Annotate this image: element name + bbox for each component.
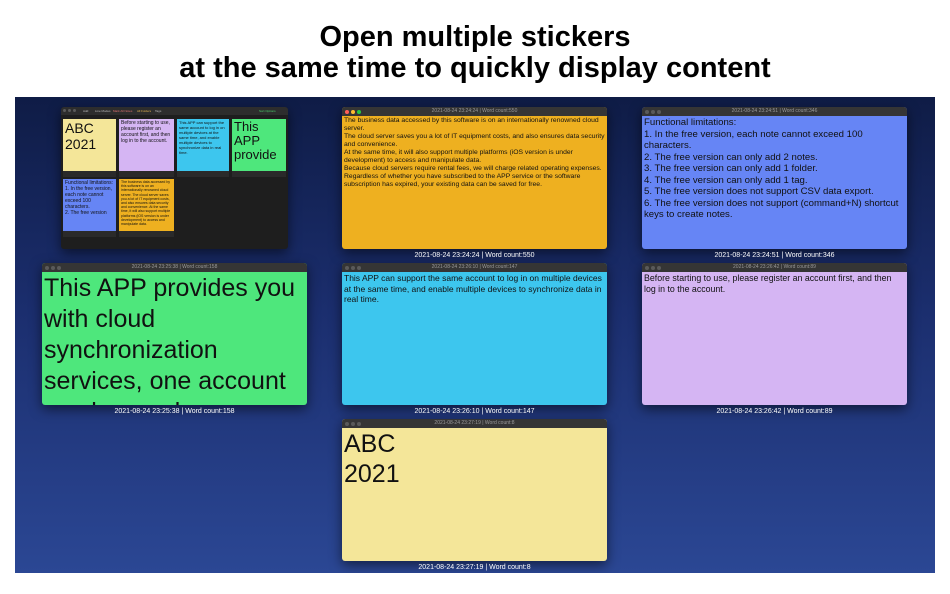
note-window-title: 2021-08-24 23:26:42 | Word count:89	[733, 264, 816, 270]
note-title-bar[interactable]: 2021-08-24 23:24:51 | Word count:346	[642, 107, 907, 116]
minimize-icon[interactable]	[51, 265, 55, 270]
note-text[interactable]: The business data accessed by this softw…	[344, 117, 605, 188]
mini-note-yellow[interactable]: ABC 2021	[63, 119, 116, 171]
note-window-title: 2021-08-24 23:24:24 | Word count:550	[431, 108, 518, 114]
close-icon[interactable]	[345, 109, 349, 114]
notes-app-toolbar: Add Line Modes Mark All Notes All Folder…	[61, 107, 288, 115]
minimize-icon[interactable]	[651, 265, 655, 270]
mini-note-orange[interactable]: The business data accessed by this softw…	[119, 179, 174, 231]
note-window-title: 2021-08-24 23:25:38 | Word count:158	[131, 264, 218, 270]
note-caption: 2021-08-24 23:24:51 | Word count:346	[714, 252, 835, 259]
mini-note-purple[interactable]: Before starting to use, please register …	[119, 119, 174, 171]
window-control-icon[interactable]	[73, 109, 76, 112]
sticky-note-orange[interactable]: 2021-08-24 23:24:24 | Word count:550 The…	[342, 107, 607, 249]
headline: Open multiple stickers at the same time …	[0, 0, 950, 97]
headline-line-1: Open multiple stickers	[319, 21, 631, 53]
note-title-bar[interactable]: 2021-08-24 23:26:10 | Word count:147	[342, 263, 607, 272]
mini-note-text: ABC 2021	[65, 120, 97, 152]
note-title-bar[interactable]: 2021-08-24 23:24:24 | Word count:550	[342, 107, 607, 116]
note-body[interactable]: Functional limitations: 1. In the free v…	[642, 116, 907, 249]
note-window-title: 2021-08-24 23:27:19 | Word count:8	[434, 420, 515, 426]
mini-note-footer	[119, 231, 174, 237]
note-body[interactable]: The business data accessed by this softw…	[342, 116, 607, 249]
note-text[interactable]: ABC 2021	[344, 430, 400, 488]
zoom-icon[interactable]	[357, 421, 361, 426]
mini-note-text: This APP provide	[234, 119, 277, 162]
mini-note-text: Before starting to use, please register …	[121, 120, 172, 144]
toolbar-add-button[interactable]: Add	[83, 109, 89, 113]
note-body[interactable]: This APP can support the same account to…	[342, 272, 607, 405]
mini-note-footer	[63, 171, 116, 177]
note-window-title: 2021-08-24 23:26:10 | Word count:147	[431, 264, 518, 270]
sticky-note-green[interactable]: 2021-08-24 23:25:38 | Word count:158 Thi…	[42, 263, 307, 405]
close-icon[interactable]	[45, 265, 49, 270]
note-text[interactable]: Before starting to use, please register …	[644, 273, 894, 294]
note-caption: 2021-08-24 23:25:38 | Word count:158	[114, 408, 235, 415]
desktop: Add Line Modes Mark All Notes All Folder…	[15, 97, 935, 573]
minimize-icon[interactable]	[351, 265, 355, 270]
zoom-icon[interactable]	[357, 265, 361, 270]
zoom-icon[interactable]	[57, 265, 61, 270]
note-caption: 2021-08-24 23:24:24 | Word count:550	[414, 252, 535, 259]
zoom-icon[interactable]	[657, 109, 661, 114]
sticky-note-cyan[interactable]: 2021-08-24 23:26:10 | Word count:147 Thi…	[342, 263, 607, 405]
note-caption: 2021-08-24 23:26:10 | Word count:147	[414, 408, 535, 415]
note-text[interactable]: This APP can support the same account to…	[344, 273, 605, 304]
note-text[interactable]: This APP provides you with cloud synchro…	[44, 274, 296, 405]
mini-note-cyan[interactable]: This APP can support the same account to…	[177, 119, 229, 171]
mini-note-footer	[232, 171, 286, 177]
note-body[interactable]: Before starting to use, please register …	[642, 272, 907, 405]
window-control-icon[interactable]	[68, 109, 71, 112]
mini-note-footer	[177, 171, 229, 177]
note-window-title: 2021-08-24 23:24:51 | Word count:346	[731, 108, 818, 114]
minimize-icon[interactable]	[351, 109, 355, 114]
minimize-icon[interactable]	[651, 109, 655, 114]
sticky-note-purple[interactable]: 2021-08-24 23:26:42 | Word count:89 Befo…	[642, 263, 907, 405]
note-text[interactable]: Functional limitations: 1. In the free v…	[644, 117, 899, 220]
mini-note-footer	[119, 171, 174, 177]
toolbar-line-modes-button[interactable]: Line Modes	[95, 109, 111, 113]
sticky-note-yellow[interactable]: 2021-08-24 23:27:19 | Word count:8 ABC 2…	[342, 419, 607, 561]
zoom-icon[interactable]	[357, 109, 361, 114]
toolbar-mark-all-button[interactable]: Mark All Notes	[113, 109, 133, 113]
note-title-bar[interactable]: 2021-08-24 23:26:42 | Word count:89	[642, 263, 907, 272]
close-icon[interactable]	[645, 109, 649, 114]
note-caption: 2021-08-24 23:26:42 | Word count:89	[716, 408, 833, 415]
sticky-note-blue[interactable]: 2021-08-24 23:24:51 | Word count:346 Fun…	[642, 107, 907, 249]
toolbar-tags-button[interactable]: Tags	[155, 109, 162, 113]
headline-line-2: at the same time to quickly display cont…	[179, 52, 771, 84]
note-title-bar[interactable]: 2021-08-24 23:25:38 | Word count:158	[42, 263, 307, 272]
close-icon[interactable]	[345, 265, 349, 270]
mini-note-blue[interactable]: Functional limitations: 1. In the free v…	[63, 179, 116, 231]
mini-note-text: The business data accessed by this softw…	[121, 180, 172, 227]
notes-app-window[interactable]: Add Line Modes Mark All Notes All Folder…	[61, 107, 288, 249]
minimize-icon[interactable]	[351, 421, 355, 426]
note-body[interactable]: This APP provides you with cloud synchro…	[42, 272, 307, 405]
toolbar-sort-options-button[interactable]: Sort Options	[259, 109, 276, 113]
zoom-icon[interactable]	[657, 265, 661, 270]
close-icon[interactable]	[645, 265, 649, 270]
mini-note-text: Functional limitations: 1. In the free v…	[65, 180, 114, 216]
toolbar-folders-button[interactable]: All Folders	[137, 109, 152, 113]
mini-note-footer	[63, 231, 116, 237]
note-title-bar[interactable]: 2021-08-24 23:27:19 | Word count:8	[342, 419, 607, 428]
note-body[interactable]: ABC 2021	[342, 428, 607, 561]
mini-note-green[interactable]: This APP provide	[232, 119, 286, 171]
close-icon[interactable]	[345, 421, 349, 426]
mini-note-text: This APP can support the same account to…	[179, 120, 226, 155]
note-caption: 2021-08-24 23:27:19 | Word count:8	[418, 564, 531, 571]
window-control-icon[interactable]	[63, 109, 66, 112]
